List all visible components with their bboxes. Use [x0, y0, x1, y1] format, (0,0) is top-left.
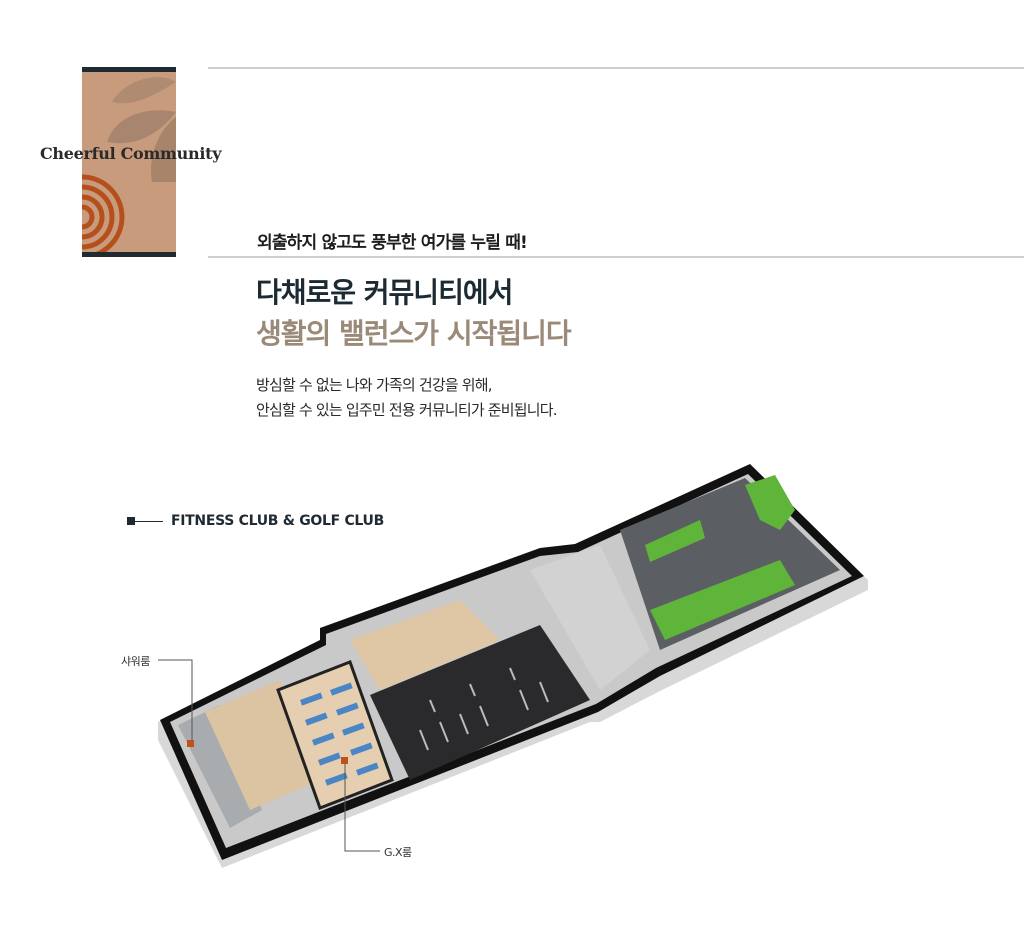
body-text: 방심할 수 없는 나와 가족의 건강을 위해, 안심할 수 있는 입주민 전용 … [256, 373, 558, 423]
gx-room-marker [341, 757, 348, 764]
brand-title: Cheerful Community [40, 144, 222, 163]
weight-room-floor [350, 600, 500, 690]
brand-panel [82, 67, 176, 257]
section-title: FITNESS CLUB & GOLF CLUB [171, 513, 384, 529]
yoga-mats [300, 682, 379, 786]
shower-room-area [178, 705, 262, 828]
body-line-1: 방심할 수 없는 나와 가족의 건강을 위해, [256, 376, 493, 394]
golf-green-3 [745, 475, 795, 530]
kicker-text: 외출하지 않고도 풍부한 여가를 누릴 때! [257, 233, 528, 253]
shower-room-leader [158, 659, 193, 740]
shower-room-label: 샤워룸 [121, 655, 150, 668]
gx-room-leader [344, 764, 380, 852]
golf-green-2 [650, 560, 795, 640]
body-line-2: 안심할 수 있는 입주민 전용 커뮤니티가 준비됩니다. [256, 401, 558, 419]
shower-room-marker [187, 740, 194, 747]
headline-line-2: 생활의 밸런스가 시작됩니다 [256, 317, 572, 350]
leaf-arc-decoration-icon [82, 77, 176, 252]
gx-room-label: G.X룸 [384, 846, 412, 859]
square-bullet-icon [127, 517, 135, 525]
headline-line-1: 다채로운 커뮤니티에서 [256, 276, 513, 309]
heading-rule [135, 520, 163, 522]
top-divider [208, 67, 1024, 69]
section-heading: FITNESS CLUB & GOLF CLUB [127, 513, 384, 529]
golf-green-1 [645, 520, 705, 562]
gym-equipment [419, 667, 549, 751]
corridor-floor [530, 545, 650, 690]
mid-divider [208, 256, 1024, 258]
